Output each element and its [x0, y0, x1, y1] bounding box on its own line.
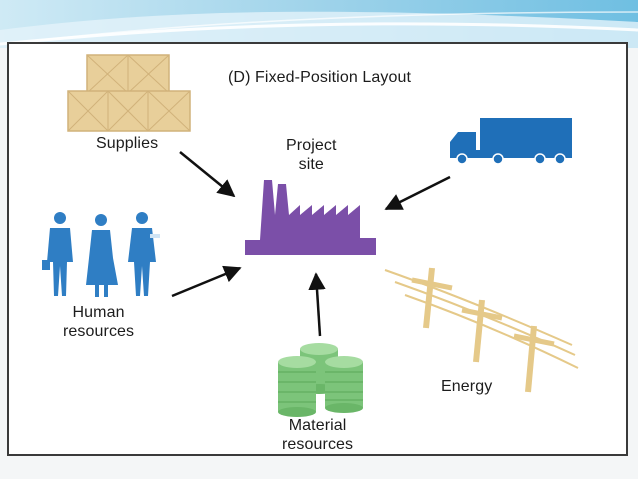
coins-icon	[278, 343, 363, 417]
human-resources-line2: resources	[63, 323, 135, 340]
project-site-line2: site	[298, 156, 324, 173]
arrows	[171, 151, 451, 337]
energy-label: Energy	[441, 378, 493, 395]
arrow-supplies	[179, 151, 236, 198]
project-site-line1: Project	[286, 137, 337, 154]
truck-icon	[450, 118, 572, 165]
human-resources-line1: Human	[72, 304, 125, 321]
human-resources-label: Human resources	[63, 303, 134, 341]
arrow-truck	[384, 175, 451, 211]
factory-icon	[245, 180, 376, 255]
arrow-material	[308, 272, 326, 337]
banner-swoosh	[0, 0, 638, 48]
material-resources-line2: resources	[282, 436, 354, 453]
supplies-label: Supplies	[96, 135, 159, 152]
people-icon	[42, 212, 160, 297]
crates-icon	[67, 54, 191, 132]
material-resources-line1: Material	[288, 417, 347, 434]
material-resources-label: Material resources	[282, 416, 353, 454]
arrow-human	[171, 265, 242, 298]
project-site-label: Project site	[286, 136, 337, 174]
diagram-title: (D) Fixed-Position Layout	[228, 69, 412, 86]
power-lines-icon	[384, 267, 579, 393]
